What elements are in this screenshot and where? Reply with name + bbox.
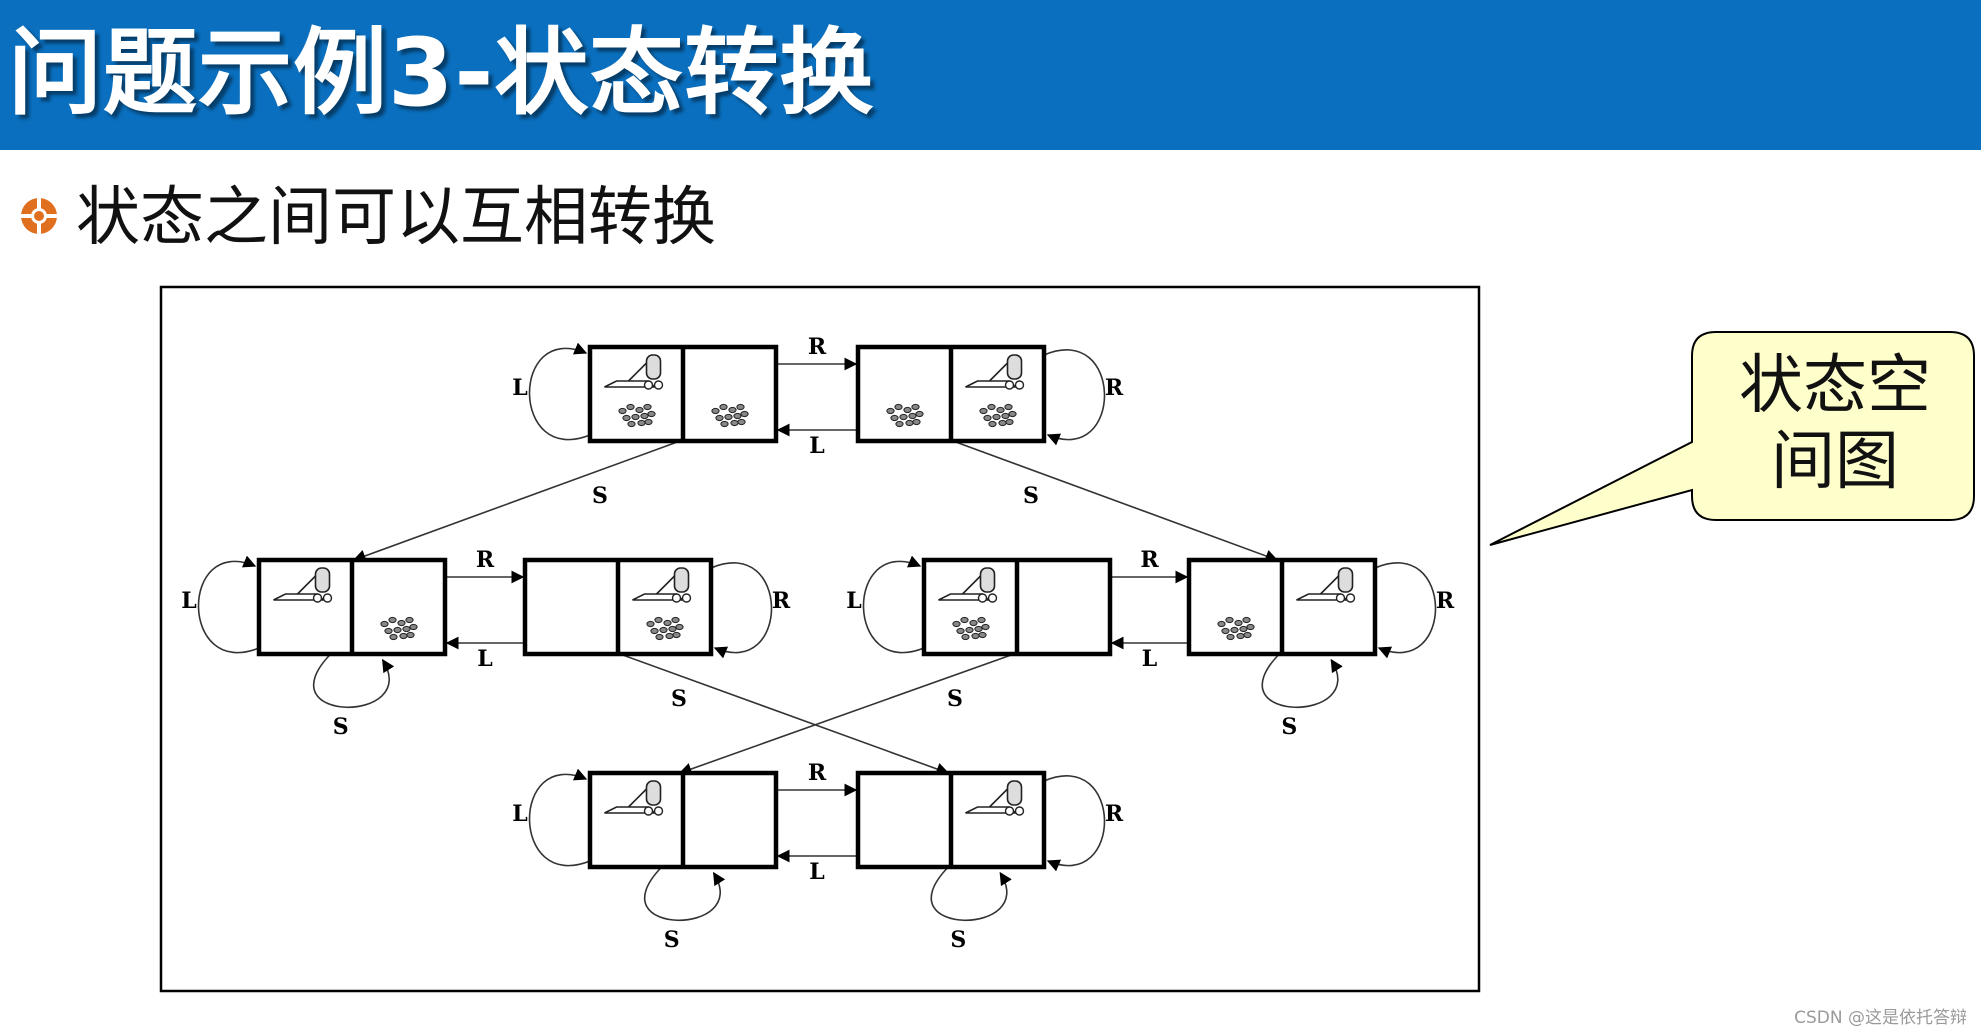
- self-loop-arrow: [1261, 653, 1343, 709]
- callout-line-1: 状态空: [1739, 349, 1931, 423]
- state-node: [587, 344, 779, 444]
- transition-label: S: [1281, 714, 1297, 740]
- transition-arrow: [619, 653, 950, 776]
- transition-label: R: [476, 547, 495, 573]
- self-loop-arrow: [930, 866, 1012, 922]
- transition-label: R: [808, 760, 827, 786]
- watermark: CSDN @这是依托答辩: [1794, 1008, 1967, 1028]
- bullet-text: 状态之间可以互相转换: [76, 181, 716, 255]
- transition-label: R: [1140, 547, 1159, 573]
- transition-label: L: [477, 646, 492, 672]
- state-node: [855, 344, 1047, 444]
- transition-label: S: [333, 714, 349, 740]
- transition-label: L: [809, 859, 824, 885]
- self-loop-arrow: [644, 866, 726, 922]
- page-title: 问题示例3-状态转换: [8, 19, 875, 128]
- self-loop-arrow: [710, 562, 773, 659]
- transition-label: S: [664, 927, 680, 953]
- transition-label: L: [512, 801, 527, 827]
- self-loop-arrow: [862, 555, 925, 654]
- transition-label: S: [592, 483, 608, 509]
- transition-label: S: [947, 686, 963, 712]
- transition-label: L: [1142, 646, 1157, 672]
- state-node: [855, 770, 1047, 870]
- callout-bubble: [1489, 331, 1975, 546]
- transition-arrow: [952, 440, 1279, 563]
- callout-text: 状态空 间图: [1695, 348, 1975, 500]
- state-node: [1186, 557, 1378, 657]
- bullet-icon: [20, 197, 58, 235]
- self-loop-arrow: [528, 342, 591, 441]
- transition-label: R: [1436, 588, 1455, 614]
- state-node: [587, 770, 779, 870]
- title-bar: 问题示例3-状态转换: [0, 0, 1981, 150]
- transition-arrow: [352, 440, 681, 563]
- self-loop-arrow: [1043, 775, 1106, 872]
- state-node: [256, 557, 448, 657]
- transition-labels: R L R L R L R L L L L L R R R R S S S S S S S S: [181, 334, 1455, 953]
- transition-label: L: [181, 588, 196, 614]
- self-loop-arrow: [197, 555, 260, 654]
- transition-label: R: [1105, 801, 1124, 827]
- self-loop-arrow: [313, 653, 395, 709]
- transition-label: R: [808, 334, 827, 360]
- transition-label: L: [512, 375, 527, 401]
- transition-label: R: [772, 588, 791, 614]
- self-loop-arrow: [1043, 349, 1106, 446]
- self-loop-arrow: [1374, 562, 1437, 659]
- state-node: [522, 557, 714, 657]
- transition-label: S: [1023, 483, 1039, 509]
- state-nodes: [256, 344, 1378, 870]
- transition-label: R: [1105, 375, 1124, 401]
- self-loop-arrow: [528, 768, 591, 867]
- callout-line-2: 间图: [1771, 425, 1899, 499]
- transition-edges: [197, 342, 1437, 922]
- transition-label: L: [809, 433, 824, 459]
- state-node: [921, 557, 1113, 657]
- transition-label: L: [846, 588, 861, 614]
- transition-label: S: [950, 927, 966, 953]
- transition-arrow: [678, 653, 1015, 776]
- transition-label: S: [671, 686, 687, 712]
